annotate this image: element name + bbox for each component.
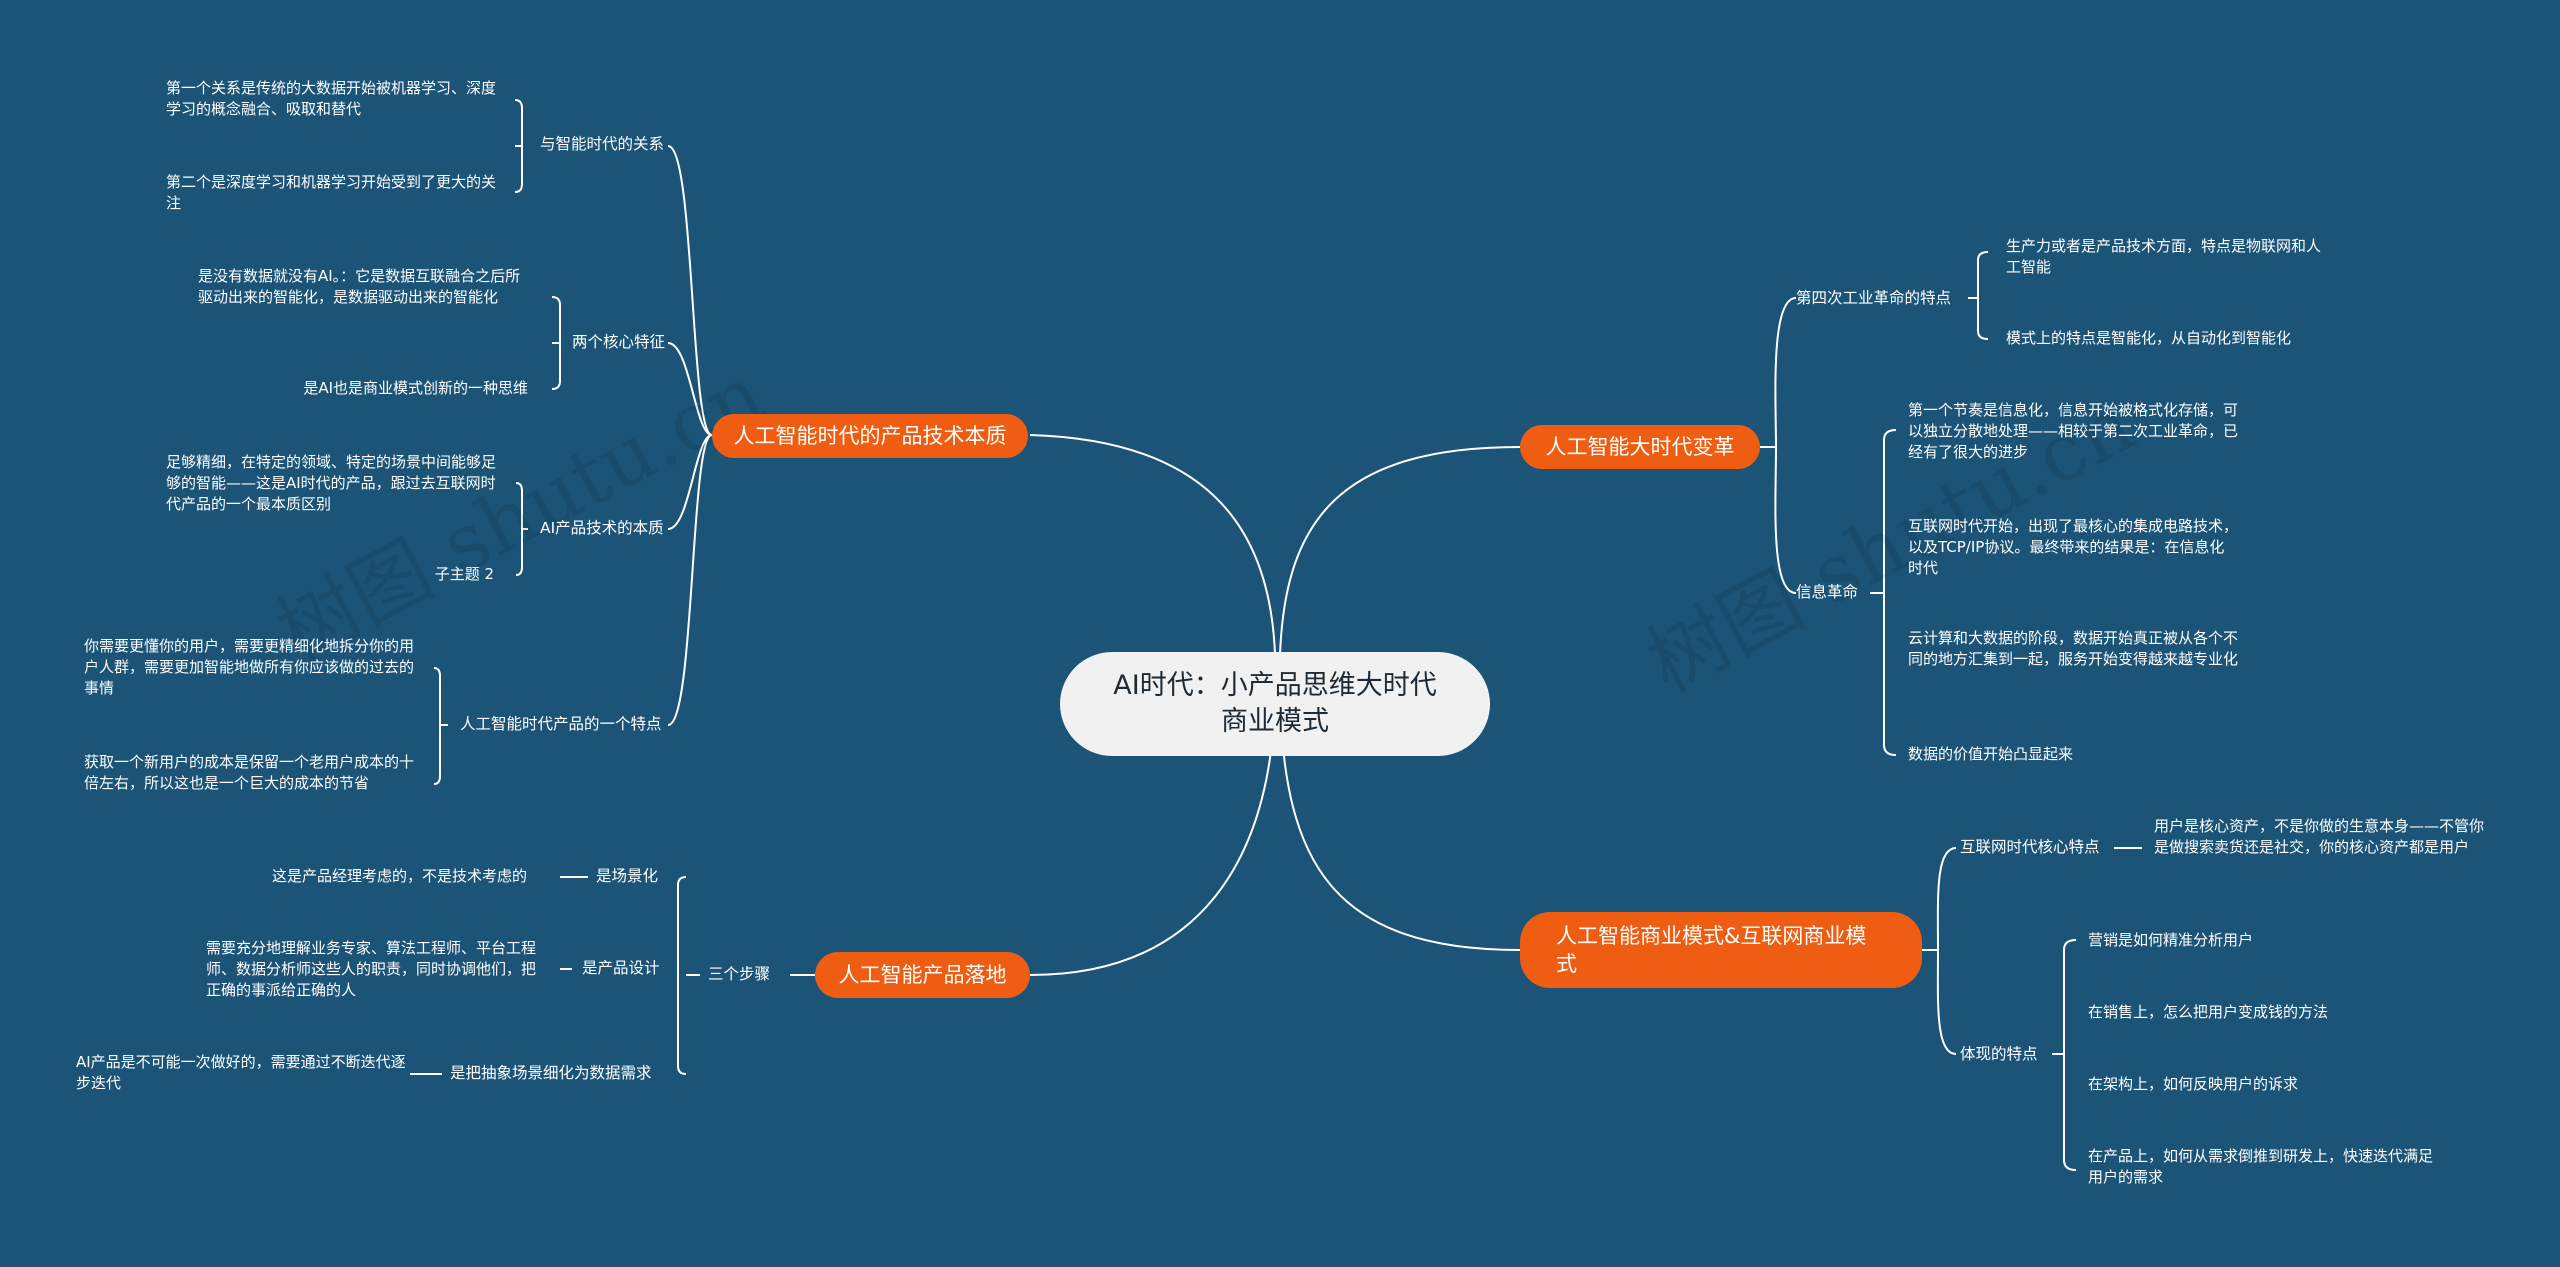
leaf-pm-consideration[interactable]: 这是产品经理考虑的，不是技术考虑的 (272, 867, 528, 885)
subtopic-internet-core[interactable]: 互联网时代核心特点 (1960, 838, 2100, 856)
subtopic-manifestations[interactable]: 体现的特点 (1960, 1045, 2038, 1063)
subtopic-ai-product-essence[interactable]: AI产品技术的本质 (540, 519, 664, 537)
leaf-informatization[interactable]: 第一个节奏是信息化，信息开始被格式化存储，可以独立分散地处理——相较于第二次工业… (1908, 401, 2239, 461)
subtopic-information-revolution[interactable]: 信息革命 (1796, 583, 1859, 601)
subtopic-two-core-features[interactable]: 两个核心特征 (572, 333, 666, 351)
leaf-subtopic-2[interactable]: 子主题 2 (434, 565, 494, 583)
leaf-precise-enough[interactable]: 足够精细，在特定的领域、特定的场景中间能够足够的智能——这是AI时代的产品，跟过… (166, 453, 497, 513)
branch-product-tech-essence[interactable]: 人工智能时代的产品技术本质 (712, 414, 1028, 458)
subtopic-ai-product-feature[interactable]: 人工智能时代产品的一个特点 (460, 715, 662, 733)
leaf-new-user-cost[interactable]: 获取一个新用户的成本是保留一个老用户成本的十倍左右，所以这也是一个巨大的成本的节… (84, 753, 415, 792)
subtopic-three-steps[interactable]: 三个步骤 (708, 965, 771, 983)
subtopic-relation-to-ai-era[interactable]: 与智能时代的关系 (540, 135, 665, 153)
leaf-marketing[interactable]: 营销是如何精准分析用户 (2088, 931, 2254, 949)
step-product-design[interactable]: 是产品设计 (582, 959, 660, 977)
leaf-no-data-no-ai[interactable]: 是没有数据就没有AI。：它是数据互联融合之后所驱动出来的智能化，是数据驱动出来的… (198, 267, 521, 306)
leaf-ai-business-thinking[interactable]: 是AI也是商业模式创新的一种思维 (303, 379, 528, 397)
leaf-product-iteration[interactable]: 在产品上，如何从需求倒推到研发上，快速迭代满足用户的需求 (2088, 1147, 2434, 1186)
leaf-sales[interactable]: 在销售上，怎么把用户变成钱的方法 (2088, 1003, 2329, 1021)
subtopic-fourth-industrial-revolution[interactable]: 第四次工业革命的特点 (1796, 289, 1952, 307)
leaf-users-core-asset[interactable]: 用户是核心资产，不是你做的生意本身——不管你是做搜索卖货还是社交，你的核心资产都… (2154, 817, 2485, 856)
leaf-cloud-big-data[interactable]: 云计算和大数据的阶段，数据开始真正被从各个不同的地方汇集到一起，服务开始变得越来… (1908, 629, 2239, 668)
leaf-architecture[interactable]: 在架构上，如何反映用户的诉求 (2088, 1075, 2299, 1093)
leaf-second-relation[interactable]: 第二个是深度学习和机器学习开始受到了更大的关注 (166, 173, 497, 212)
leaf-first-relation[interactable]: 第一个关系是传统的大数据开始被机器学习、深度学习的概念融合、吸取和替代 (166, 79, 497, 118)
leaf-automation-to-intelligence[interactable]: 模式上的特点是智能化，从自动化到智能化 (2006, 329, 2292, 347)
branch-business-model[interactable]: 人工智能商业模式&互联网商业模式 (1520, 912, 1922, 988)
step-data-requirements[interactable]: 是把抽象场景细化为数据需求 (450, 1064, 652, 1082)
leaf-internet-era[interactable]: 互联网时代开始，出现了最核心的集成电路技术，以及TCP/IP协议。最终带来的结果… (1908, 517, 2239, 577)
step-scenario[interactable]: 是场景化 (596, 867, 659, 885)
branch-ai-era-change[interactable]: 人工智能大时代变革 (1520, 425, 1760, 469)
central-topic[interactable]: AI时代：小产品思维大时代商业模式 (1060, 652, 1490, 756)
leaf-iterate[interactable]: AI产品是不可能一次做好的，需要通过不断迭代逐步迭代 (76, 1053, 406, 1092)
branch-ai-product-landing[interactable]: 人工智能产品落地 (815, 952, 1030, 998)
leaf-know-users[interactable]: 你需要更懂你的用户，需要更精细化地拆分你的用户人群，需要更加智能地做所有你应该做… (84, 637, 415, 697)
leaf-productivity-iot-ai[interactable]: 生产力或者是产品技术方面，特点是物联网和人工智能 (2006, 237, 2322, 276)
leaf-data-value[interactable]: 数据的价值开始凸显起来 (1908, 745, 2074, 763)
leaf-coordinate-roles[interactable]: 需要充分地理解业务专家、算法工程师、平台工程师、数据分析师这些人的职责，同时协调… (206, 939, 537, 999)
